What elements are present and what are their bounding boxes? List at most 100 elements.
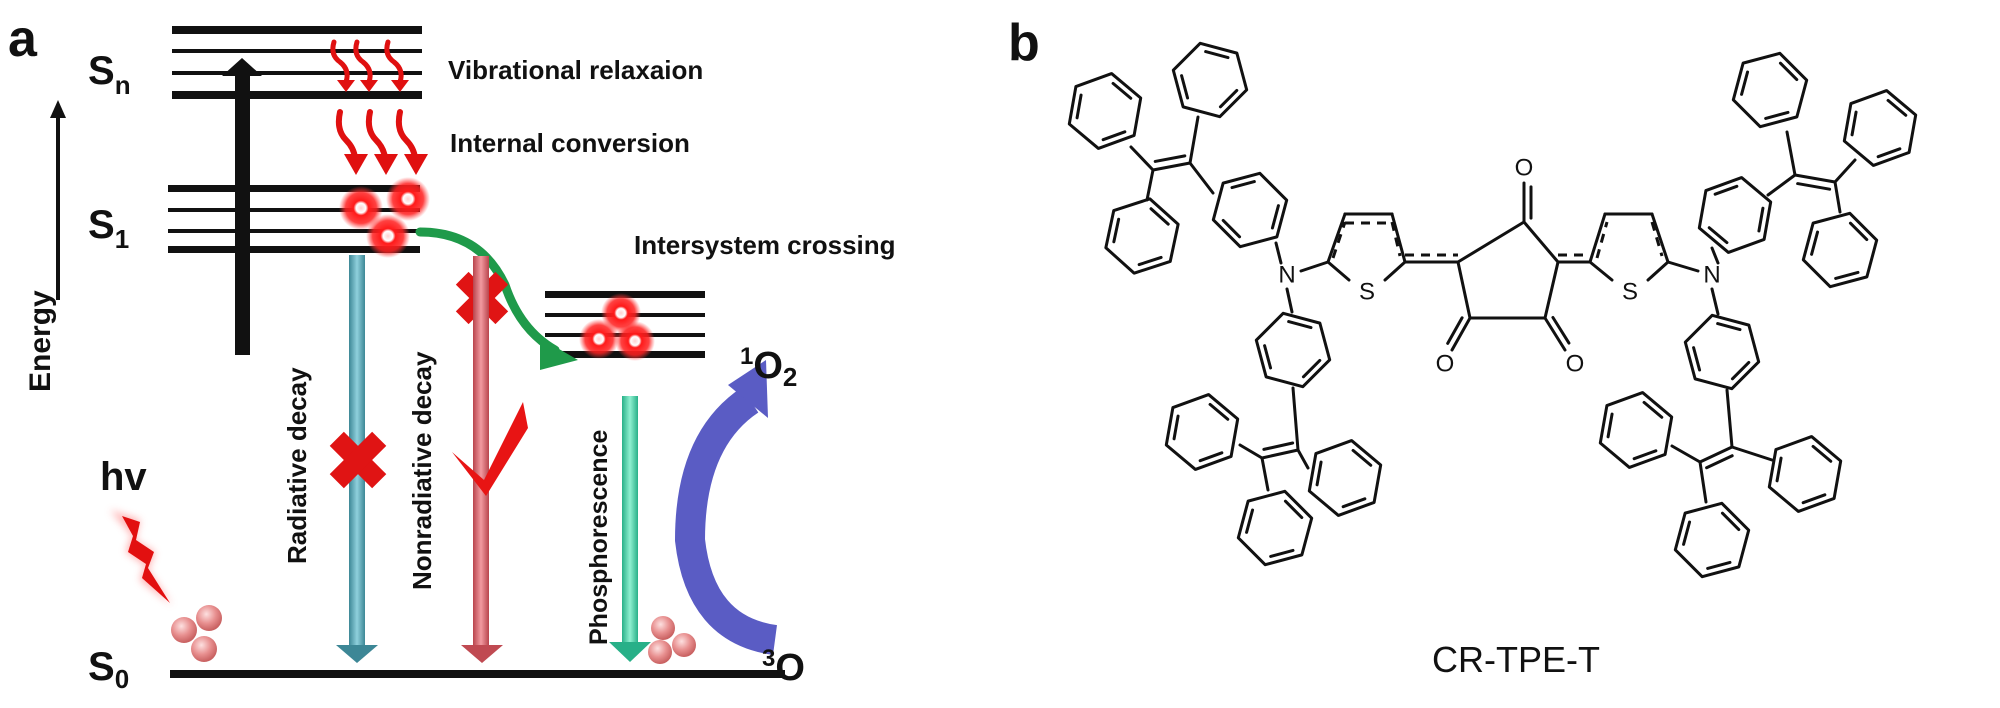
state-sn-main: S — [88, 49, 115, 93]
benzene-ring — [1104, 197, 1180, 275]
double-bond-line — [1446, 316, 1464, 345]
singlet-oxygen-sub: 2 — [783, 362, 797, 392]
lightning-bolt-icon — [110, 510, 172, 605]
ic-arrowhead-icon — [404, 154, 428, 175]
vibrational-relaxation-arrows — [330, 39, 409, 92]
panel-a: a Energy Sn S1 S0 — [8, 10, 896, 694]
ring-double-bond — [1351, 448, 1373, 467]
bond-line — [1456, 220, 1526, 264]
ring-double-bond — [1716, 322, 1742, 332]
ring-double-bond — [1245, 508, 1255, 534]
ring-double-bond — [1341, 497, 1367, 509]
ring-double-bond — [1606, 412, 1614, 439]
s0-level-line — [170, 670, 785, 678]
ground-electron-icon — [171, 617, 197, 643]
ring-double-bond — [1810, 230, 1820, 256]
state-s1-sub: 1 — [115, 224, 129, 254]
atom-label: N — [1703, 262, 1720, 289]
state-label-s1: S1 — [88, 203, 129, 254]
panel-a-label: a — [8, 10, 38, 68]
phosphorescence-arrow: Phosphorescence — [585, 396, 651, 662]
s1-level-line — [168, 208, 420, 212]
double-bond-line — [1153, 154, 1187, 163]
ring-double-bond — [1149, 207, 1170, 226]
ring-double-bond — [1757, 206, 1765, 233]
ring-double-bond — [1198, 451, 1224, 463]
bond-line — [1666, 260, 1700, 273]
triplet-electron-icon — [579, 319, 619, 359]
isc-arrowhead-icon — [540, 338, 578, 370]
ring-double-bond — [1287, 320, 1313, 330]
state-s0-sub: 0 — [115, 664, 129, 694]
ring-double-bond — [1778, 61, 1799, 82]
ring-double-bond — [1208, 402, 1230, 421]
bond-line — [1456, 260, 1472, 320]
bond-line — [1698, 445, 1734, 464]
radiative-blocked-cross-icon — [329, 431, 387, 489]
ic-arrow-icon — [365, 109, 388, 161]
excited-electron-icon — [386, 177, 430, 221]
double-bond-line — [1705, 454, 1734, 470]
squiggle-arrow-icon — [330, 39, 350, 85]
compound-name: CR-TPE-T — [1432, 639, 1600, 680]
bond-line — [1299, 260, 1330, 273]
triplet-oxygen-sup: 3 — [762, 645, 775, 672]
excited-electron-icon — [366, 214, 410, 258]
oxygen-arrow-path — [674, 387, 778, 655]
radiative-decay-label: Radiative decay — [282, 367, 312, 564]
sn-level-line — [172, 26, 422, 34]
ring-double-bond — [1221, 218, 1242, 239]
ground-electron-icon — [196, 605, 222, 631]
vibrational-relaxation-label: Vibrational relaxaion — [448, 55, 703, 85]
ring-double-bond — [1801, 493, 1827, 505]
benzene-ring — [1673, 501, 1751, 579]
phosphorescence-arrowhead-icon — [609, 642, 651, 662]
state-sn-sub: n — [115, 70, 131, 100]
s1-level-line — [168, 185, 420, 192]
energy-axis-label: Energy — [24, 290, 57, 392]
ring-double-bond — [1137, 255, 1163, 267]
bond-line — [1274, 241, 1283, 265]
double-bond-line — [1262, 441, 1295, 451]
bond-line — [1291, 386, 1300, 452]
ground-electrons — [171, 605, 696, 664]
atom-label: N — [1278, 262, 1295, 289]
ring-double-bond — [1283, 499, 1304, 520]
nonradiative-decay-label: Nonradiative decay — [407, 351, 437, 590]
nonradiative-decay-arrow: Nonradiative decay — [407, 256, 528, 663]
benzene-ring — [1236, 489, 1314, 567]
benzene-ring — [1697, 176, 1773, 254]
bond-line — [1785, 130, 1797, 177]
bond-line — [1833, 180, 1842, 214]
ground-electron-icon — [648, 640, 672, 664]
bond-line — [1543, 260, 1560, 320]
benzene-ring — [1598, 391, 1674, 469]
ring-double-bond — [1315, 460, 1323, 487]
benzene-ring — [1767, 435, 1843, 513]
ring-double-bond — [1730, 360, 1751, 381]
ring-double-bond — [1632, 449, 1658, 461]
benzene-ring — [1683, 313, 1761, 391]
bond-line — [1326, 260, 1351, 282]
ring-double-bond — [1682, 520, 1692, 546]
bond-line — [1188, 115, 1200, 165]
ring-double-bond — [1101, 130, 1127, 142]
triplet-electron-icon — [615, 321, 655, 361]
ring-double-bond — [1301, 358, 1322, 379]
bond-line — [1260, 456, 1270, 492]
ring-double-bond — [1204, 50, 1230, 60]
radiative-decay-arrow: Radiative decay — [282, 255, 387, 663]
s1-level-line — [168, 246, 420, 253]
bond-line — [1833, 158, 1857, 184]
s1-levels — [168, 185, 420, 253]
squiggle-arrowhead-icon — [391, 80, 409, 92]
bond-line — [1766, 173, 1797, 197]
benzene-ring — [1067, 72, 1143, 150]
s1-level-line — [168, 229, 420, 233]
ic-arrow-icon — [335, 109, 358, 161]
double-bond-line — [1551, 315, 1571, 345]
bond-line — [1326, 212, 1347, 264]
ring-double-bond — [1180, 74, 1190, 100]
